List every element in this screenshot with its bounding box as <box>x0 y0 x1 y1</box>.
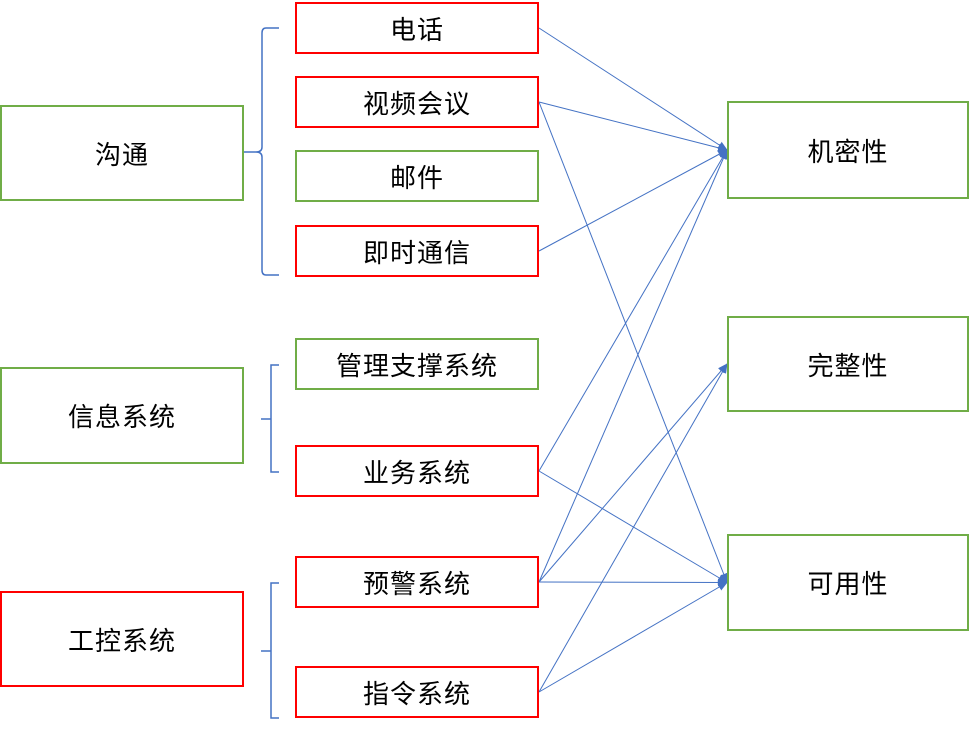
link-video-to-avail <box>538 101 728 584</box>
item-early-warning-system: 预警系统 <box>295 556 539 608</box>
item-command-system: 指令系统 <box>295 666 539 718</box>
item-label: 指令系统 <box>362 679 471 710</box>
item-management-support-system: 管理支撑系统 <box>295 338 539 390</box>
link-phone-to-conf <box>538 27 728 151</box>
category-communication: 沟通 <box>0 105 244 201</box>
link-cmd-to-avail <box>538 581 728 693</box>
brace-ics <box>261 582 279 719</box>
item-label: 邮件 <box>389 163 444 194</box>
category-label: 沟通 <box>94 140 149 171</box>
item-label: 电话 <box>389 15 444 46</box>
property-availability: 可用性 <box>727 534 969 631</box>
link-alert-to-conf <box>538 149 728 583</box>
brace-comm <box>244 27 279 276</box>
link-cmd-to-integ <box>538 363 728 693</box>
category-information-system: 信息系统 <box>0 367 244 464</box>
link-lines <box>538 27 728 693</box>
category-label: 工控系统 <box>67 626 176 657</box>
link-alert-to-avail <box>538 578 728 587</box>
item-label: 业务系统 <box>362 458 471 489</box>
property-integrity: 完整性 <box>727 316 969 412</box>
brace-info <box>261 364 279 473</box>
link-biz-to-conf <box>538 149 728 472</box>
category-label: 信息系统 <box>67 403 176 433</box>
item-label: 即时通信 <box>362 238 471 269</box>
item-label: 视频会议 <box>362 89 471 120</box>
link-alert-to-integ <box>538 363 728 583</box>
property-label: 完整性 <box>807 351 889 382</box>
item-instant-messaging: 即时通信 <box>295 225 539 277</box>
property-confidentiality: 机密性 <box>727 101 969 199</box>
item-business-system: 业务系统 <box>295 445 539 497</box>
category-industrial-control: 工控系统 <box>0 591 244 687</box>
item-label: 管理支撑系统 <box>335 351 498 382</box>
link-im-to-conf <box>538 149 728 252</box>
item-email: 邮件 <box>295 150 539 202</box>
item-phone: 电话 <box>295 2 539 54</box>
property-label: 机密性 <box>807 137 889 168</box>
item-label: 预警系统 <box>362 569 471 600</box>
property-label: 可用性 <box>807 570 889 600</box>
item-video-conference: 视频会议 <box>295 76 539 128</box>
link-biz-to-avail <box>538 470 728 584</box>
link-video-to-conf <box>538 101 728 152</box>
